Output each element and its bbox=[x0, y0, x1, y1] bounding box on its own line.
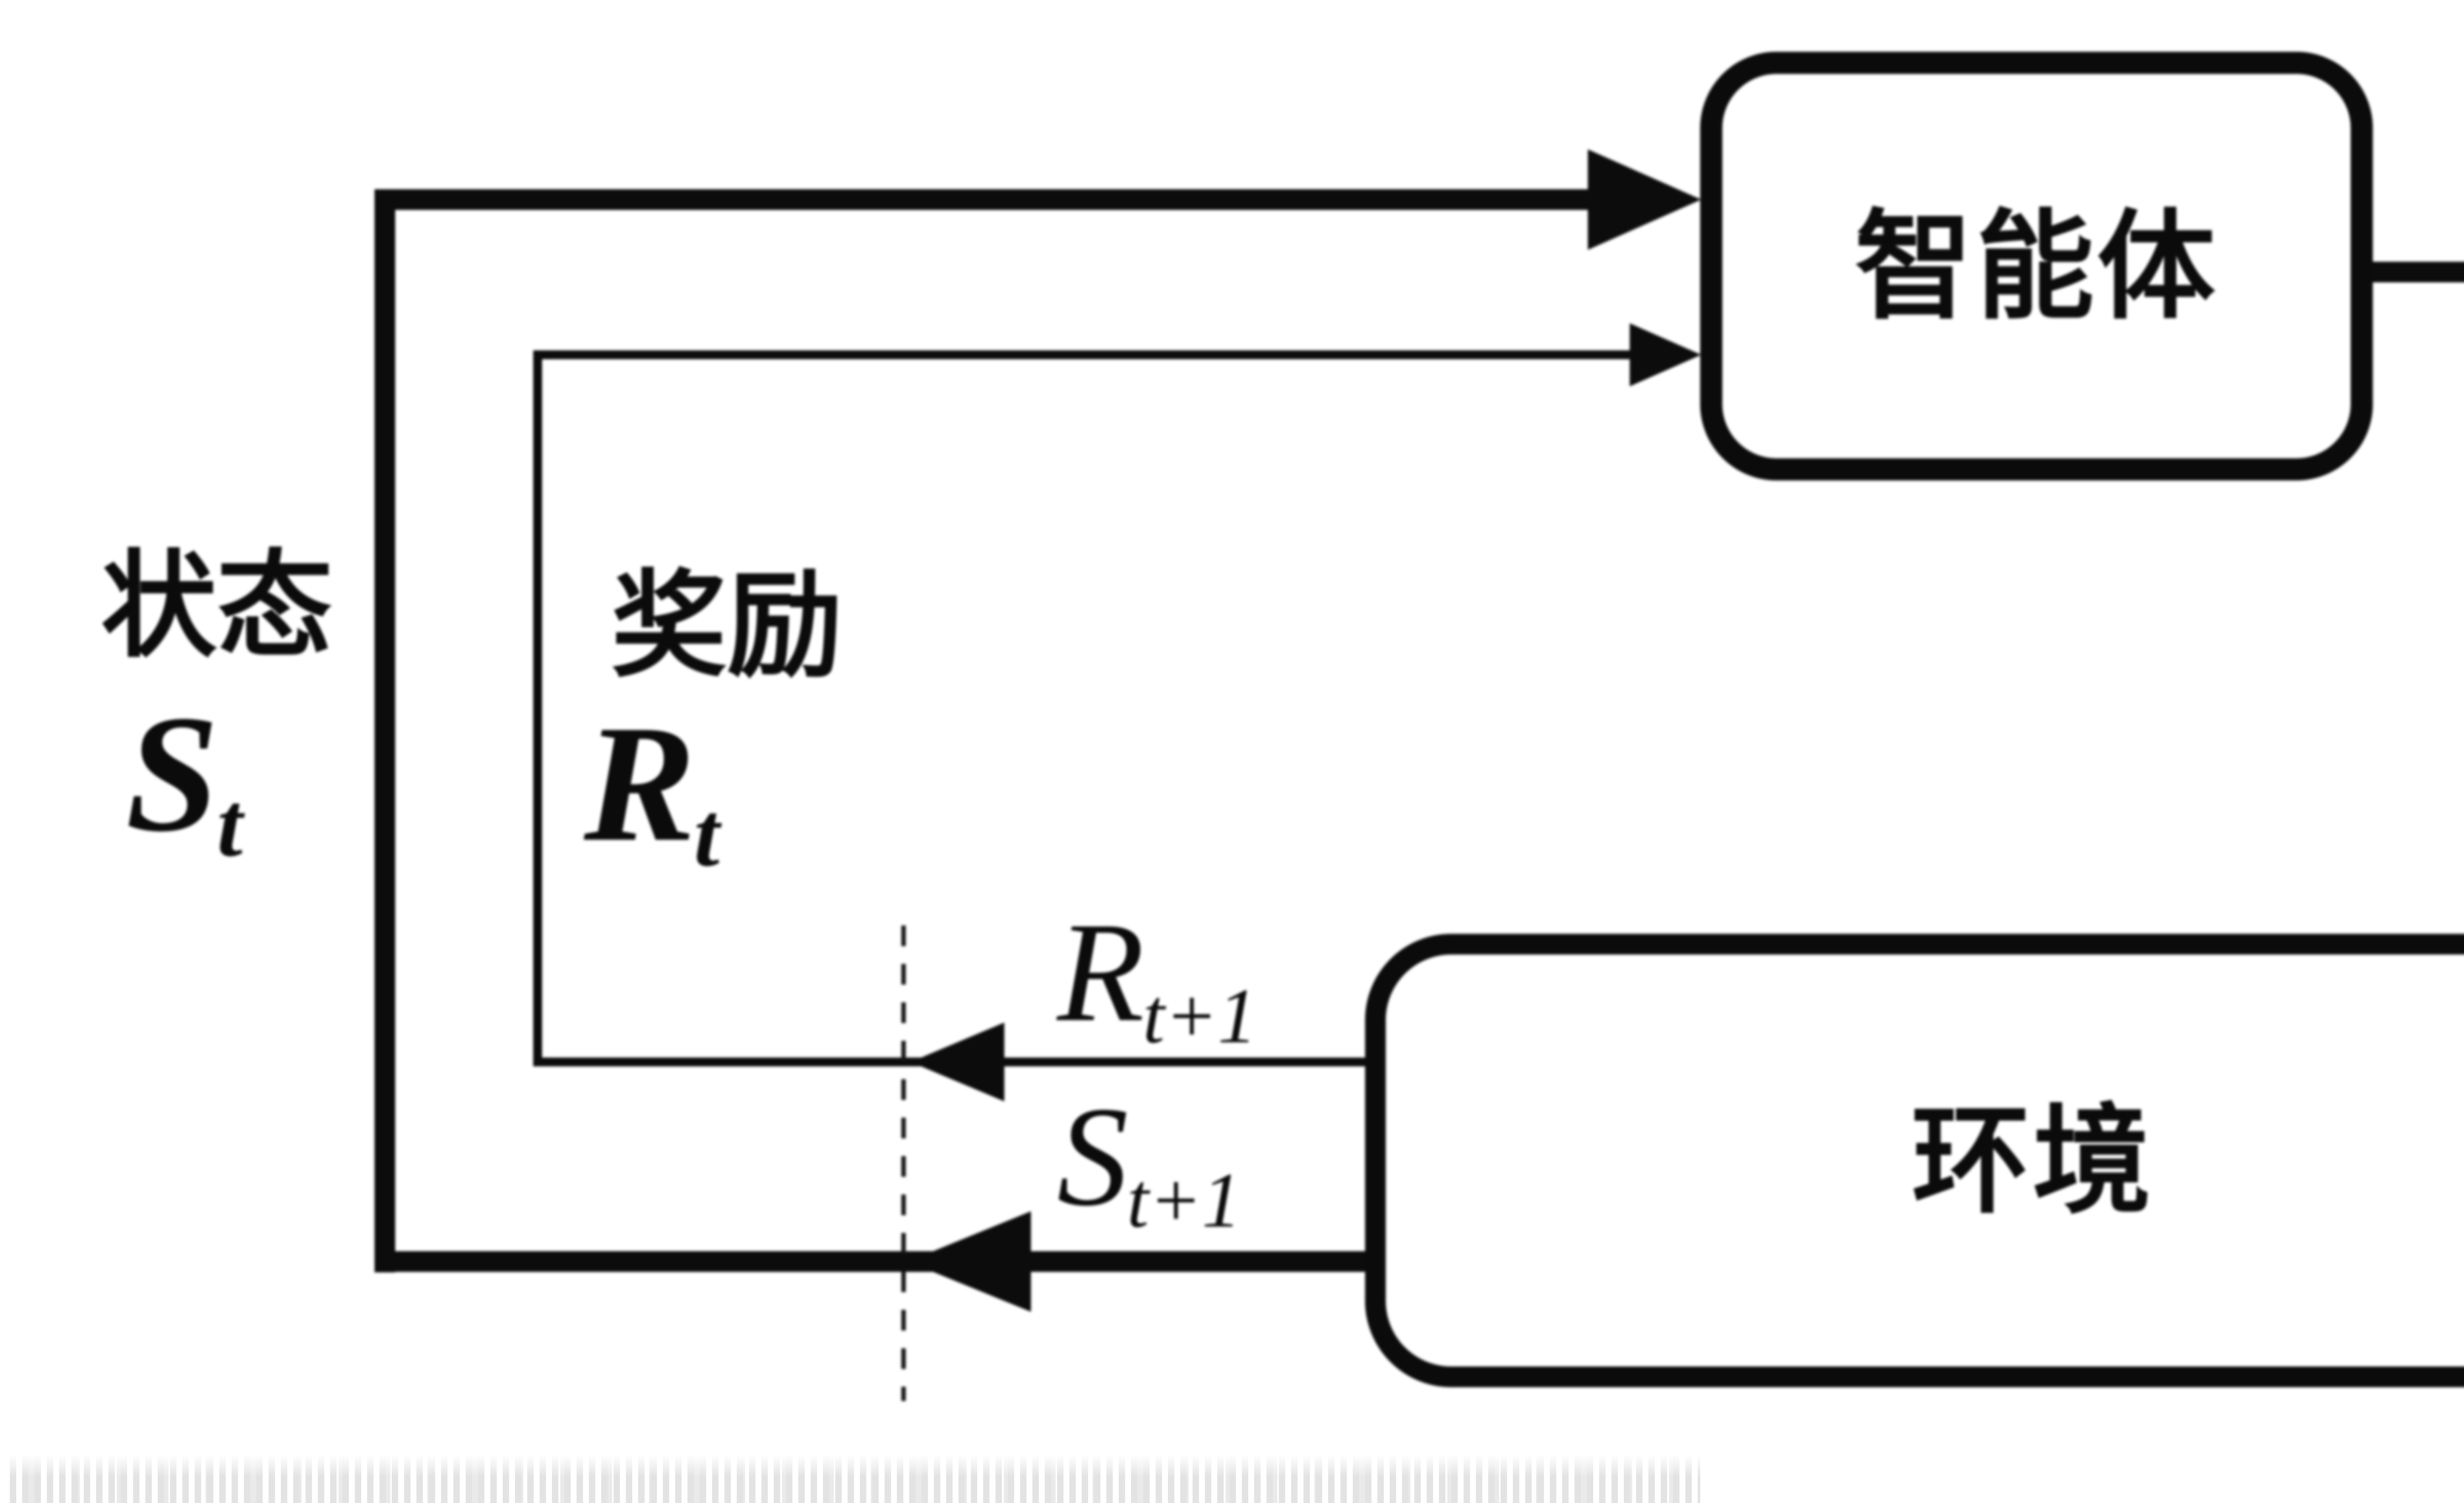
state-label: 状态 bbox=[101, 538, 333, 674]
agent-box: 智能体 bbox=[1700, 52, 2373, 480]
state-line-left bbox=[375, 189, 395, 1272]
reward-next-base: R bbox=[1057, 893, 1145, 1051]
reward-into-agent-arrowhead-icon bbox=[1630, 323, 1701, 386]
environment-box: 环境 bbox=[1365, 934, 2464, 1387]
state-next-subscript: t+1 bbox=[1127, 1156, 1241, 1244]
state-line-bottom bbox=[375, 1251, 1368, 1272]
reward-next-symbol: Rt+1 bbox=[1057, 901, 1259, 1055]
agent-label: 智能体 bbox=[1854, 197, 2219, 336]
action-line-top bbox=[2370, 262, 2464, 282]
state-symbol-base: S bbox=[126, 681, 219, 866]
reward-line-left bbox=[533, 350, 542, 1066]
reward-symbol-subscript: t bbox=[694, 784, 720, 886]
state-next-base: S bbox=[1057, 1077, 1129, 1235]
reward-next-subscript: t+1 bbox=[1142, 972, 1257, 1059]
state-symbol: St bbox=[126, 690, 244, 871]
time-step-divider-dashed-line bbox=[901, 925, 906, 1401]
state-line-top bbox=[375, 189, 1597, 210]
reward-symbol: Rt bbox=[584, 700, 721, 881]
reward-symbol-base: R bbox=[584, 690, 696, 876]
state-next-symbol: St+1 bbox=[1057, 1085, 1243, 1239]
reward-label: 奖励 bbox=[611, 557, 843, 693]
reward-line-top bbox=[533, 350, 1637, 359]
caption-remnant-strip bbox=[10, 1455, 1700, 1503]
state-next-arrowhead-icon bbox=[908, 1211, 1031, 1312]
environment-label: 环境 bbox=[1911, 1091, 2154, 1230]
state-into-agent-arrowhead-icon bbox=[1588, 149, 1701, 250]
reward-next-arrowhead-icon bbox=[911, 1023, 1004, 1101]
state-symbol-subscript: t bbox=[217, 774, 243, 876]
